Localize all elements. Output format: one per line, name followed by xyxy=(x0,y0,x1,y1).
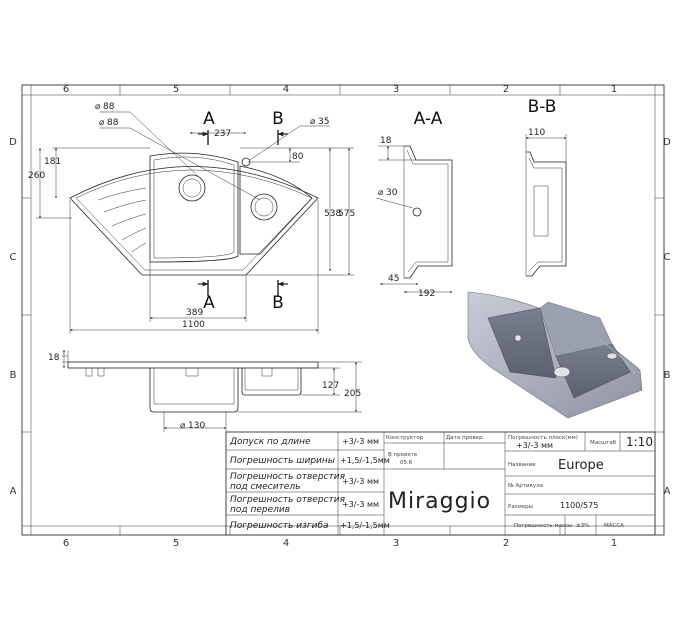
plan-view xyxy=(69,130,319,296)
grid-col-6: 6 xyxy=(63,84,69,95)
grid-col-3-bottom: 3 xyxy=(393,538,399,549)
dim-bb-110: 110 xyxy=(528,128,545,138)
tb-row-1-label: Погрешность ширины xyxy=(230,456,335,466)
section-title-aa: A-A xyxy=(414,109,443,129)
grid-col-1-bottom: 1 xyxy=(611,538,617,549)
dim-w80: 80 xyxy=(292,152,304,162)
tb-row-2-value: +3/-3 мм xyxy=(342,477,379,486)
dim-h575: 575 xyxy=(338,209,355,219)
dim-h538: 538 xyxy=(324,209,341,219)
diameter-symbol: ⌀ xyxy=(95,102,101,112)
dim-side-205: 205 xyxy=(344,389,361,399)
dim-d88-second: 88 xyxy=(107,118,119,128)
dim-w1100: 1100 xyxy=(182,320,205,330)
dim-aa-45: 45 xyxy=(388,274,399,284)
tb-row-2-label-line1: Погрешность отверстия xyxy=(230,472,346,482)
dim-h260: 260 xyxy=(28,171,45,181)
grid-col-4-bottom: 4 xyxy=(283,538,289,549)
tb-mass-tol-label: Погрешность массы xyxy=(514,523,572,529)
tb-scale-value: 1:10 xyxy=(626,435,653,449)
tb-row-0-value: +3/-3 мм xyxy=(342,437,379,446)
section-label-a-top: A xyxy=(203,109,215,129)
section-label-b-bottom: B xyxy=(272,293,284,313)
dim-aa-192: 192 xyxy=(418,289,435,299)
tb-article-label: № Артикула xyxy=(508,483,543,489)
grid-row-d-right: D xyxy=(663,137,671,148)
dim-side-127: 127 xyxy=(322,381,339,391)
tb-flatness-label: Погрешность плоск(мм) xyxy=(508,435,578,441)
dim-side-18: 18 xyxy=(48,353,60,363)
dim-side-d130: 130 xyxy=(188,421,205,431)
grid-row-a-right: A xyxy=(664,486,671,497)
tb-row-0-label: Допуск по длине xyxy=(229,437,311,447)
section-label-a-bottom: A xyxy=(203,293,215,313)
sink-3d-render xyxy=(467,291,643,419)
grid-col-6-bottom: 6 xyxy=(63,538,69,549)
grid-row-b: B xyxy=(10,370,17,381)
grid-col-4: 4 xyxy=(283,84,289,95)
tb-data-proverki: Дата провер. xyxy=(446,435,485,441)
grid-col-2-bottom: 2 xyxy=(503,538,509,549)
plan-dimensions: 88 ⌀ 88 ⌀ 35 ⌀ 237 80 181 260 538 575 38… xyxy=(28,102,355,334)
tb-row-3-value: +3/-3 мм xyxy=(342,500,379,509)
tb-proverka-value: 05.6 xyxy=(400,460,413,466)
grid-row-c: C xyxy=(10,252,17,263)
grid-col-1: 1 xyxy=(611,84,617,95)
section-bb-view: 110 xyxy=(525,128,567,277)
section-label-b-top: B xyxy=(272,109,284,129)
grid-labels-left: D C B A xyxy=(9,137,17,497)
tb-proverka-label: В проекте xyxy=(388,452,418,458)
diameter-symbol-2: ⌀ xyxy=(99,118,105,128)
tb-size-value: 1100/575 xyxy=(560,501,598,510)
tb-row-4-label: Погрешность изгиба xyxy=(230,521,329,531)
grid-row-a: A xyxy=(10,486,17,497)
diameter-symbol-5: ⌀ xyxy=(180,421,186,431)
tb-size-label: Размеры xyxy=(508,504,533,510)
tb-mass-label: МАССА xyxy=(604,523,624,529)
section-aa-view: 18 30 ⌀ 45 192 xyxy=(375,136,453,299)
tb-name-value: Europe xyxy=(558,458,604,473)
tb-row-3-label-line1: Погрешность отверстия xyxy=(230,495,346,505)
tb-brand-logo: Miraggio xyxy=(388,489,491,514)
dim-d35: 35 xyxy=(318,117,329,127)
title-block: Допуск по длине +3/-3 мм Погрешность шир… xyxy=(225,431,656,536)
section-title-bb: B-B xyxy=(528,97,557,117)
grid-col-5: 5 xyxy=(173,84,179,95)
tb-name-label: Название xyxy=(508,462,536,468)
dim-d88-top: 88 xyxy=(103,102,115,112)
grid-col-5-bottom: 5 xyxy=(173,538,179,549)
grid-labels-bottom: 6 5 4 3 2 1 xyxy=(63,538,617,549)
diameter-symbol-3: ⌀ xyxy=(310,117,316,127)
tb-row-2-label-line2: под смеситель xyxy=(230,482,300,492)
dim-w237: 237 xyxy=(214,129,231,139)
section-markers: A B A B A-A B-B xyxy=(203,97,556,313)
tb-row-1-value: +1,5/-1,5мм xyxy=(340,456,390,465)
tb-scale-label: Масштаб xyxy=(590,440,617,446)
dim-aa-18: 18 xyxy=(380,136,392,146)
side-view: 18 127 205 130 ⌀ xyxy=(48,349,362,432)
dim-w389: 389 xyxy=(186,308,203,318)
diameter-symbol-4: ⌀ xyxy=(378,188,384,198)
grid-row-b-right: B xyxy=(664,370,671,381)
tb-flatness-value: +3/-3 мм xyxy=(516,441,553,450)
grid-row-d: D xyxy=(9,137,17,148)
dim-aa-d30: 30 xyxy=(386,188,398,198)
tb-mass-tol-value: ±3% xyxy=(576,523,589,529)
grid-col-2: 2 xyxy=(503,84,509,95)
grid-labels-top: 6 5 4 3 2 1 xyxy=(63,84,617,95)
tb-row-4-value: +1,5/-1,5мм xyxy=(340,521,390,530)
grid-row-c-right: C xyxy=(664,252,671,263)
dim-h181: 181 xyxy=(44,157,61,167)
tb-konstruktor: Конструктор xyxy=(386,435,424,441)
grid-labels-right: D C B A xyxy=(663,137,671,497)
tb-row-3-label-line2: под перелив xyxy=(230,505,290,515)
grid-col-3: 3 xyxy=(393,84,399,95)
